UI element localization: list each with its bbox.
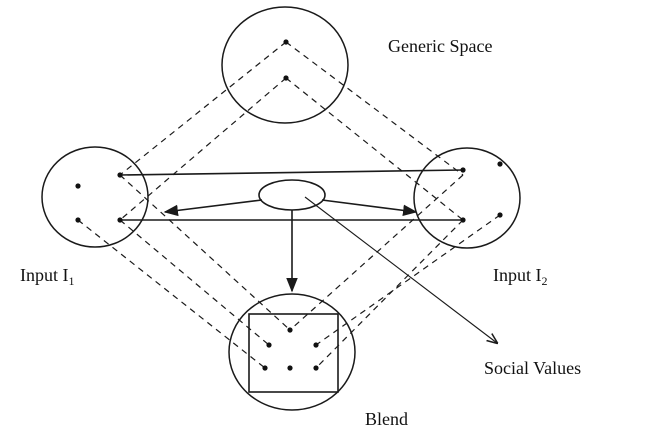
blend-dot <box>313 365 319 371</box>
input-2-dot <box>497 212 503 218</box>
input-to-blend-dashed-lines <box>77 174 501 369</box>
input-1-label-subscript: 1 <box>69 274 75 288</box>
generic-dot <box>283 75 289 81</box>
input-2-dot <box>460 167 466 173</box>
social-values-arrows <box>163 199 418 293</box>
input-1-dot <box>117 217 123 223</box>
input-2-dot <box>460 217 466 223</box>
generic-to-input-dashed-lines <box>119 41 464 221</box>
input-1-label: Input I1 <box>20 265 75 288</box>
blend-dot <box>287 365 293 371</box>
input-1-circle <box>41 146 149 248</box>
blend-dot <box>262 365 268 371</box>
input-2-label-text: Input I <box>493 265 542 285</box>
social-values-label: Social Values <box>484 358 581 378</box>
social-values-pointer <box>304 196 497 343</box>
input-1-label-text: Input I <box>20 265 69 285</box>
input-1-dot <box>75 217 81 223</box>
blend-dot <box>287 327 293 333</box>
input-2-circle <box>413 147 521 249</box>
social-values-node <box>258 179 326 211</box>
generic-space-label: Generic Space <box>388 36 492 56</box>
generic-space-circle <box>221 6 349 124</box>
input-2-label-subscript: 2 <box>542 274 548 288</box>
blend-label: Blend <box>365 409 408 429</box>
input-1-dot <box>117 172 123 178</box>
generic-dot <box>283 39 289 45</box>
input-2-dot <box>497 161 503 167</box>
blend-dot <box>266 342 272 348</box>
input-2-label: Input I2 <box>493 265 548 288</box>
element-dots <box>75 39 503 371</box>
blend-circle <box>228 293 356 411</box>
blend-dot <box>313 342 319 348</box>
input-1-dot <box>75 183 81 189</box>
blend-frame-box <box>248 313 339 393</box>
